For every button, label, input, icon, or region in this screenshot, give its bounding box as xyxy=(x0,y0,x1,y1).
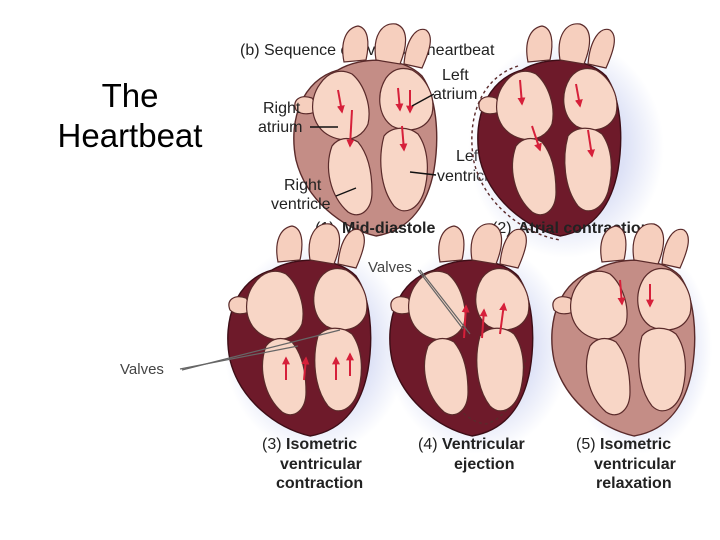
stage-5-line-2: ventricular xyxy=(594,456,676,473)
stage-5-line-3: relaxation xyxy=(596,475,672,492)
label-left-atrium-line-1: Left xyxy=(442,67,469,84)
heart-3-flow-arrows xyxy=(282,352,354,381)
left-ventricle-leader xyxy=(409,171,437,176)
right-ventricle-leader xyxy=(335,187,357,197)
heart-4-flow-arrows xyxy=(461,302,508,339)
stage-1-title: Mid-diastole xyxy=(342,220,435,237)
stage-3-line-3: contraction xyxy=(276,475,363,492)
stage-4-line-2: ejection xyxy=(454,456,514,473)
slide-title: The Heartbeat xyxy=(30,76,230,156)
stage-3-line-1: Isometric xyxy=(286,436,357,453)
label-left-atrium-line-2: atrium xyxy=(433,86,477,103)
heart-1-flow-arrows xyxy=(336,87,414,152)
stage-4-line-1: Ventricular xyxy=(442,436,525,453)
stage-5-number: (5) xyxy=(576,436,596,453)
label-right-ventricle-line-1: Right xyxy=(284,177,322,194)
valves-callout-left: Valves xyxy=(120,361,164,378)
label-right-atrium-line-1: Right xyxy=(263,100,301,117)
slide-title-line-1: The xyxy=(101,77,159,114)
valves-callout-top: Valves xyxy=(368,259,412,276)
valves-top-leaders xyxy=(417,269,471,335)
label-right-atrium-line-2: atrium xyxy=(258,119,302,136)
stage-2-title: Atrial contraction xyxy=(518,220,650,237)
stage-4-number: (4) xyxy=(418,436,438,453)
heart-stage-3 xyxy=(224,223,408,454)
stage-3-number: (3) xyxy=(262,436,282,453)
heart-stage-4 xyxy=(386,223,570,454)
heart-stage-5 xyxy=(551,223,712,454)
slide-title-line-2: Heartbeat xyxy=(57,117,203,154)
heart-stage-2 xyxy=(468,23,664,258)
valves-left-leaders xyxy=(179,329,341,371)
heart-1-labels: Right atrium Left atrium Left ventricle … xyxy=(258,67,497,213)
label-right-ventricle-line-2: ventricle xyxy=(271,196,331,213)
stage-5-line-1: Isometric xyxy=(600,436,671,453)
heart-stage-1 xyxy=(293,23,438,237)
heart-2-outline-dashed xyxy=(471,65,561,241)
heart-5-flow-arrows xyxy=(617,279,654,308)
heart-2-flow-arrows xyxy=(517,79,595,158)
left-atrium-leader xyxy=(411,93,435,107)
stage-3-line-2: ventricular xyxy=(280,456,362,473)
